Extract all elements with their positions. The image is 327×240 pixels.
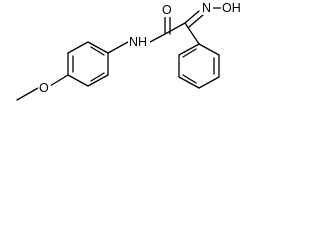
bond-methyl-o	[16, 87, 39, 101]
bond-carbonyl-oximec	[164, 22, 186, 35]
bond-cn-double-a	[184, 10, 200, 24]
atom-label-oxime-hydroxyl: OH	[222, 1, 241, 15]
bond-o-ring	[49, 74, 69, 87]
methoxyphenyl-ring	[67, 41, 109, 87]
bond-cn-double-b	[188, 14, 204, 28]
bond-ring-nh	[107, 41, 129, 54]
atom-label-amide-nh: NH	[129, 35, 147, 49]
bond-oximec-phenyl	[184, 22, 200, 45]
phenyl-ring	[178, 43, 220, 89]
atom-label-methoxy-oxygen: O	[39, 81, 49, 95]
bond-nh-carbonyl	[149, 33, 166, 43]
atom-label-oxime-nitrogen: N	[202, 1, 211, 15]
atom-label-carbonyl-oxygen: O	[162, 3, 172, 17]
molecule-structure: O N OH NH O	[16, 1, 241, 101]
